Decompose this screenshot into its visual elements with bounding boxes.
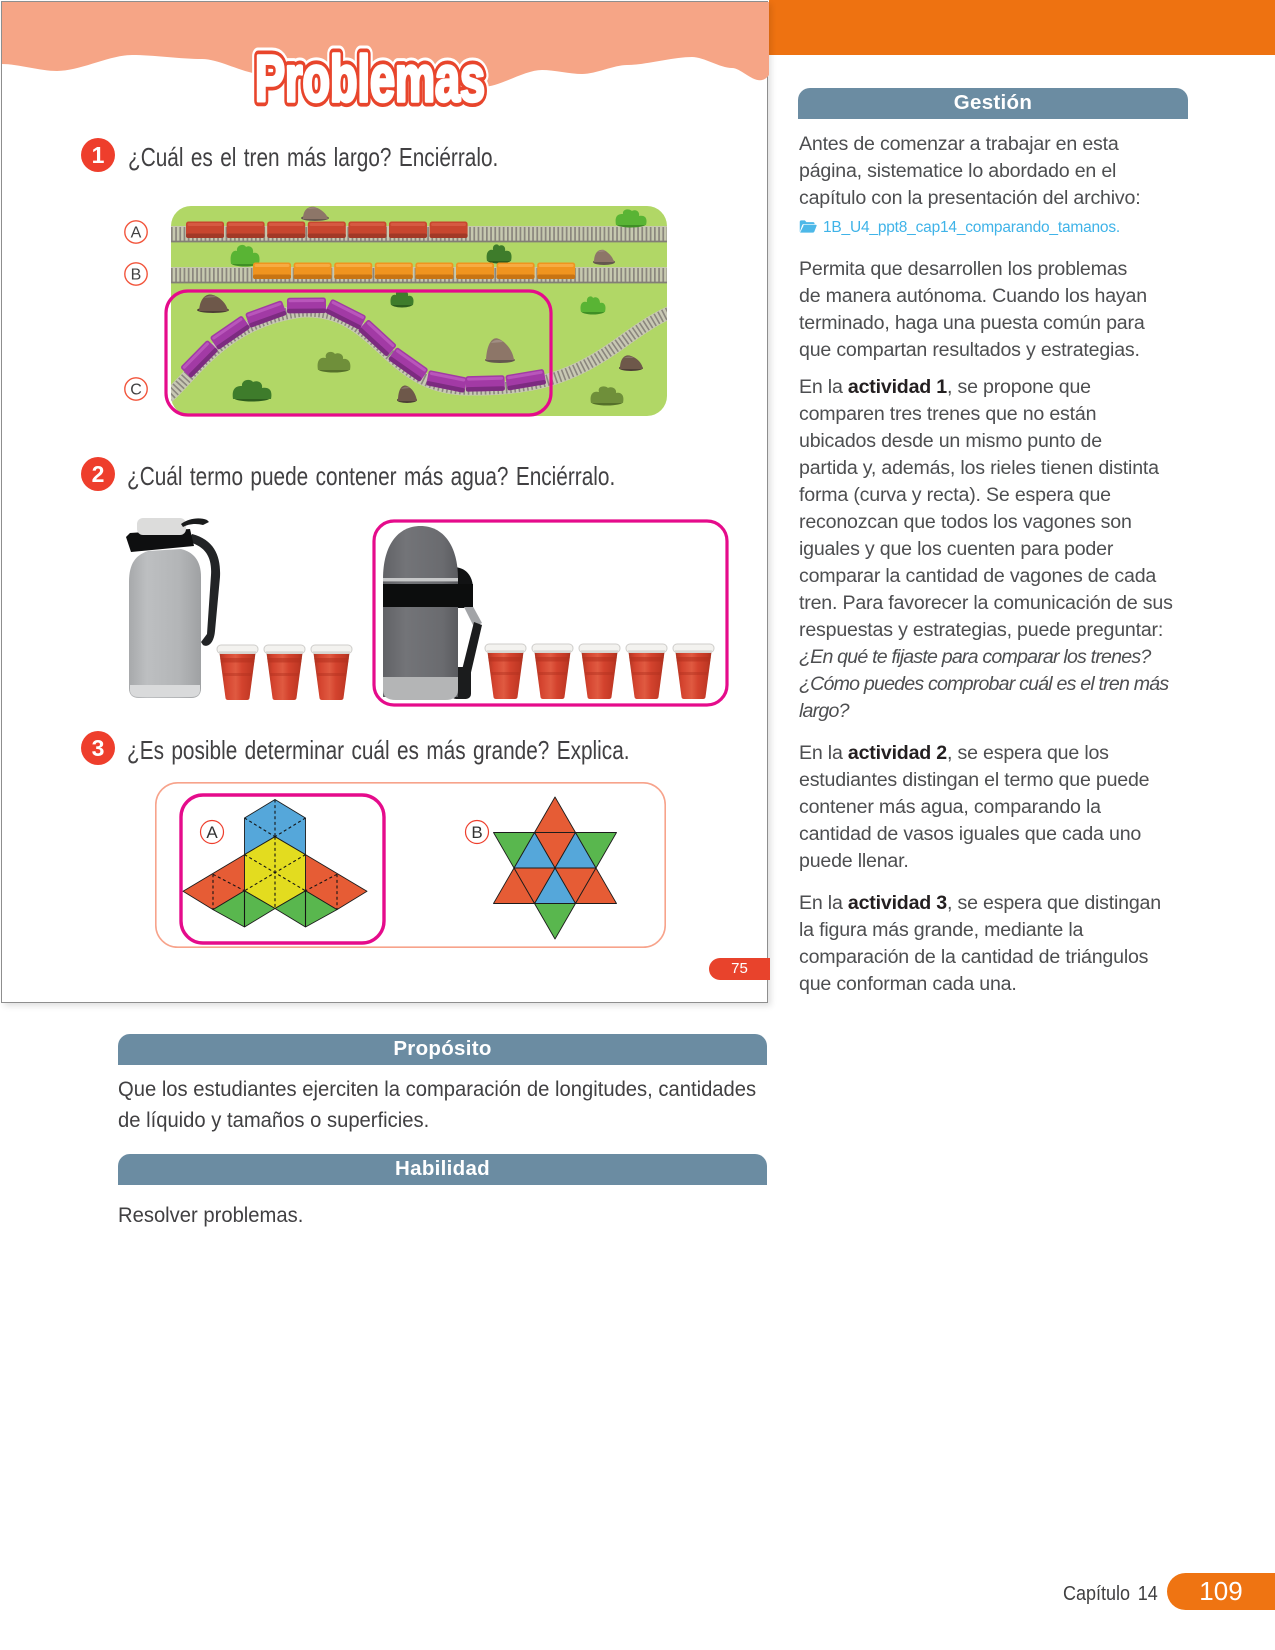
svg-text:B: B xyxy=(131,267,142,284)
svg-text:C: C xyxy=(130,382,142,399)
svg-text:A: A xyxy=(206,823,218,842)
svg-text:Problemas: Problemas xyxy=(255,42,485,115)
svg-text:A: A xyxy=(131,225,142,242)
svg-text:B: B xyxy=(471,823,482,842)
svg-text:Problemas: Problemas xyxy=(255,42,485,115)
svg-text:Problemas: Problemas xyxy=(255,42,485,115)
